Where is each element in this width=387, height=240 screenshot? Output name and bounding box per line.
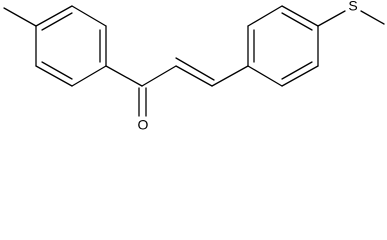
- left-ring-bond-1: [35, 5, 73, 27]
- left-ring-double-1: [41, 12, 73, 31]
- left-ring-bond-4: [71, 65, 107, 87]
- ring-to-carbonyl-bond: [105, 65, 143, 87]
- right-ring-double-3: [281, 61, 313, 80]
- methyl-bond-left: [3, 7, 37, 27]
- alkene-double-bond: [175, 57, 215, 87]
- right-ring-bond-6: [247, 65, 283, 87]
- chemical-structure: O S: [3, 0, 385, 133]
- carbonyl-double-bond: [138, 87, 147, 117]
- left-ring-bond-5: [35, 65, 73, 87]
- left-benzene-ring: [35, 5, 107, 87]
- oxygen-atom-label: O: [138, 117, 149, 133]
- sulfur-atom-label: S: [348, 0, 357, 14]
- right-ring-bond-3: [281, 5, 319, 27]
- carbonyl-to-alkene-bond: [141, 65, 177, 87]
- right-ring-bond-5: [281, 65, 319, 87]
- right-benzene-ring: [247, 5, 319, 87]
- structure-canvas: O S: [3, 0, 385, 133]
- alkene-bond-b: [175, 57, 215, 81]
- sulfur-methyl-bond: [360, 10, 385, 25]
- left-ring-double-3: [41, 61, 73, 80]
- right-ring-double-2: [281, 12, 313, 31]
- right-ring-bond-2: [247, 5, 283, 27]
- left-ring-bond-2: [71, 5, 107, 27]
- alkene-to-ring-bond: [211, 65, 249, 87]
- alkene-bond-a: [175, 65, 213, 87]
- ring-to-sulfur-bond: [317, 10, 346, 27]
